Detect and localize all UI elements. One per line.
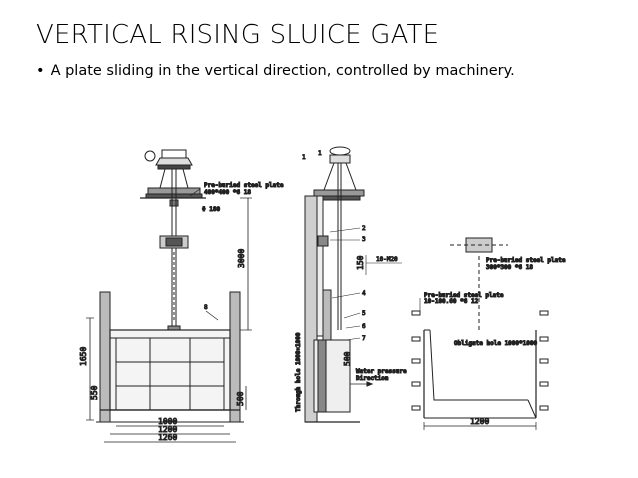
front-dim-rod: 3000 <box>237 249 246 268</box>
side-note-m20: 10-M20 <box>376 256 398 263</box>
side-callout-1: 1 <box>302 154 306 161</box>
gate-frame <box>96 291 244 423</box>
front-dim-left-lower: 550 <box>90 385 99 400</box>
plan-plate-a-2: 300*300 *6 18 <box>486 264 533 271</box>
side-callout-3: 3 <box>362 236 366 243</box>
plan-dim-width: 1200 <box>470 417 489 426</box>
front-rod-dia: Φ 180 <box>202 206 220 213</box>
plan-view: Pre-buried steel plate 300*300 *6 18 Pre… <box>411 237 566 430</box>
side-water-2: Direction <box>356 375 389 382</box>
side-dim-500: 500 <box>343 351 352 366</box>
lift-rod <box>159 169 189 335</box>
side-callout-5: 5 <box>362 310 366 317</box>
front-dim-right-lower: 500 <box>236 391 245 406</box>
front-dim-w2: 1200 <box>158 425 177 434</box>
side-view: 1 1 2 3 4 5 6 7 10-M20 150 500 Water pre… <box>295 146 407 423</box>
side-callout-7: 7 <box>362 335 366 342</box>
plan-plate-b-1: Pre-buried steel plate <box>424 292 504 299</box>
side-callout-2: 2 <box>362 225 366 232</box>
side-dim-150: 150 <box>356 255 365 270</box>
front-plate-note-2: 400*400 *6 18 <box>204 189 251 196</box>
bullet-text: A plate sliding in the vertical directio… <box>50 63 515 79</box>
side-callout-6: 6 <box>362 323 366 330</box>
front-dim-left-total: 1650 <box>79 347 88 366</box>
side-through-hole: Through hole 1000×1000 <box>295 332 302 412</box>
side-water-1: Water pressure <box>356 368 407 375</box>
plan-plate-a-1: Pre-buried steel plate <box>486 257 566 264</box>
front-dim-w3: 1260 <box>158 433 177 442</box>
plan-plate-b-2: 10-100.60 *6 12 <box>424 298 479 305</box>
side-callout-1b: 1 <box>318 150 322 157</box>
bullet-dot-icon: • <box>36 63 45 79</box>
front-callout-8: 8 <box>204 304 208 311</box>
slide-title: VERTICAL RISING SLUICE GATE <box>36 20 440 50</box>
hoist-machine <box>140 149 206 207</box>
front-plate-note-1: Pre-buried steel plate <box>204 182 284 189</box>
side-callout-4: 4 <box>362 290 366 297</box>
front-dim-w1: 1000 <box>158 417 177 426</box>
bullet-item: • A plate sliding in the vertical directi… <box>36 63 515 79</box>
front-view: Pre-buried steel plate 400*400 *6 18 Φ 1… <box>79 149 284 443</box>
side-hoist <box>313 146 365 201</box>
plan-hole-note: Obligate hole 1000*1000 <box>454 340 537 347</box>
